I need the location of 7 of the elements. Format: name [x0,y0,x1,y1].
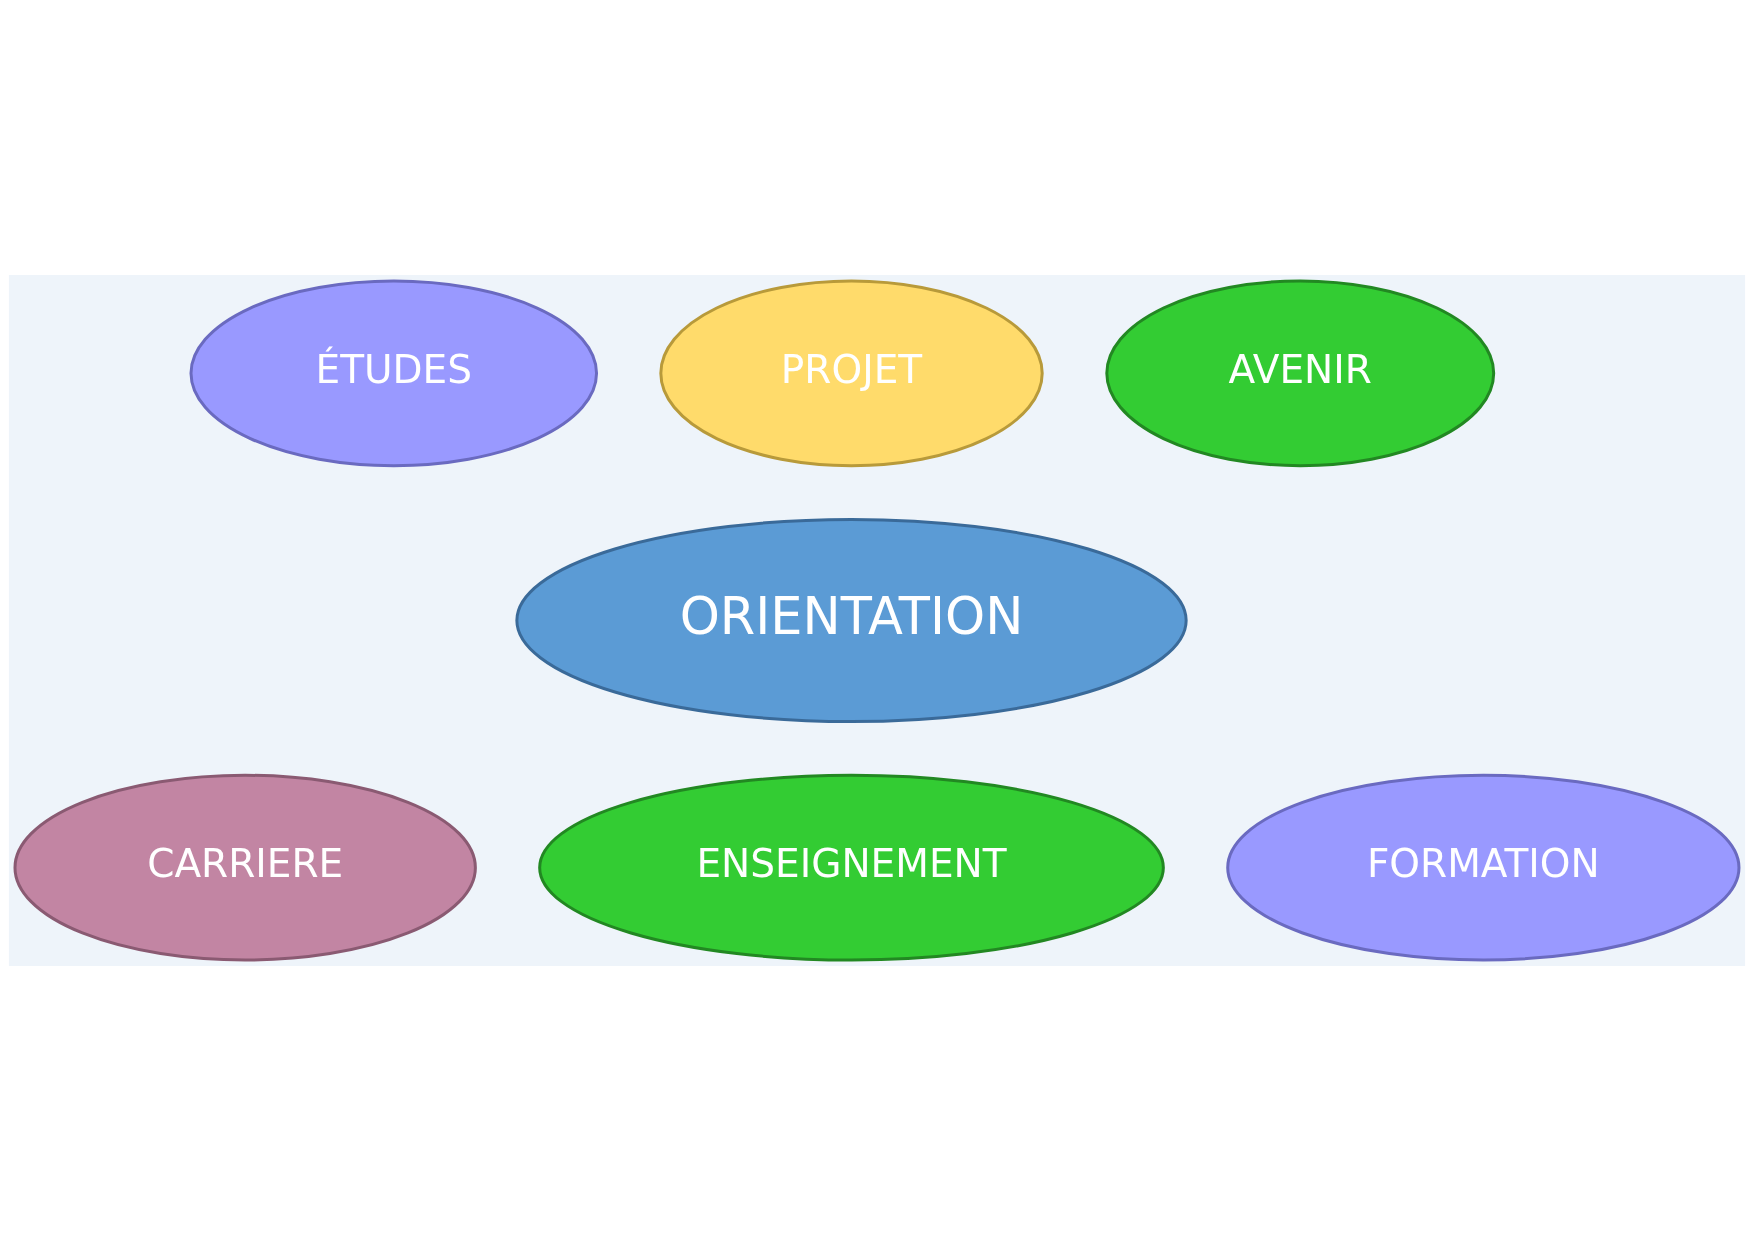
node-ellipse: ORIENTATION [515,517,1188,723]
node-ellipse: AVENIR [1105,278,1496,467]
node-ellipse: ÉTUDES [189,278,599,467]
node-ellipse: FORMATION [1226,773,1741,962]
node-ellipse: ENSEIGNEMENT [538,773,1165,962]
node-ellipse: CARRIERE [13,773,477,962]
node-ellipse: PROJET [659,278,1044,467]
